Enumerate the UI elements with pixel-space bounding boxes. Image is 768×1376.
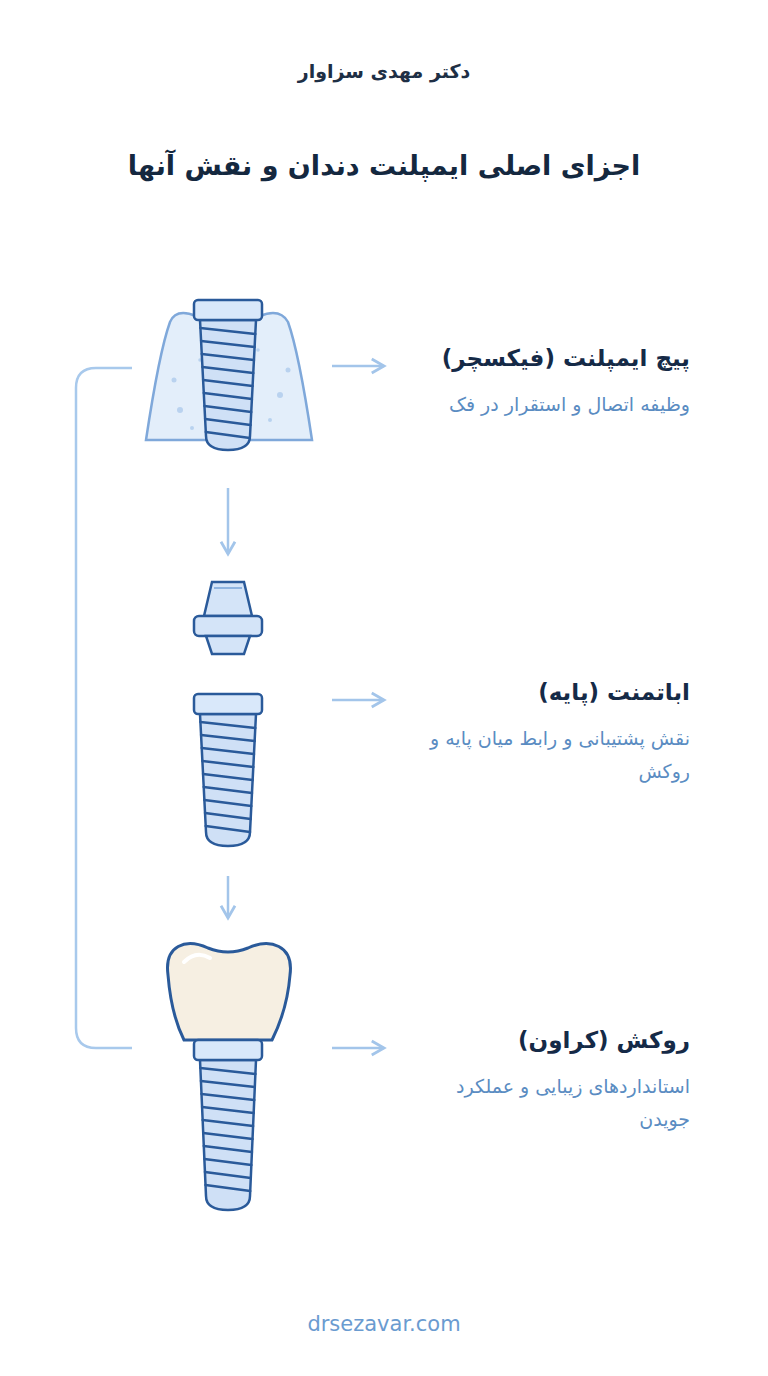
flow-arrow	[227, 488, 230, 554]
screw-thread	[204, 787, 252, 793]
crown	[168, 944, 291, 1040]
pointer-arrow	[332, 365, 384, 368]
screw-body	[200, 1060, 256, 1210]
implant-screw	[194, 300, 262, 450]
screw-collar	[194, 694, 262, 714]
screw-thread	[202, 1107, 254, 1113]
screw-thread	[202, 748, 254, 754]
screw-thread	[204, 1146, 252, 1152]
screw-thread	[201, 735, 255, 741]
bracket-line	[76, 368, 132, 1048]
implant-screw	[194, 694, 262, 846]
screw-thread	[202, 1094, 255, 1100]
abutment	[194, 582, 262, 654]
part-role: وظیفه اتصال و استقرار در فک	[400, 388, 690, 421]
screw-thread	[203, 380, 252, 386]
part-name: اباتمنت (پایه)	[390, 678, 690, 708]
flow-arrow	[227, 876, 230, 918]
part-description: روکش (کراون) استانداردهای زیبایی و عملکرد…	[390, 1026, 690, 1136]
screw-thread	[204, 800, 251, 806]
part-name: روکش (کراون)	[390, 1026, 690, 1056]
screw-body	[200, 320, 256, 450]
screw-thread	[203, 774, 253, 780]
screw-thread	[202, 761, 253, 767]
implant-screw	[194, 1040, 262, 1210]
pointer-arrow	[332, 699, 384, 702]
screw-thread	[202, 354, 254, 360]
screw-body	[200, 714, 256, 846]
screw-thread	[204, 393, 252, 399]
pointer-arrow	[332, 1047, 384, 1050]
screw-thread	[204, 406, 251, 412]
author-name: دکتر مهدی سزاوار	[0, 60, 768, 82]
screw-collar	[194, 300, 262, 320]
screw-thread	[201, 341, 255, 347]
screw-thread	[203, 1133, 252, 1139]
screw-thread	[206, 1185, 251, 1191]
website-url: drsezavar.com	[0, 1312, 768, 1336]
screw-thread	[200, 722, 255, 728]
part-name: پیچ ایمپلنت (فیکسچر)	[390, 344, 690, 374]
screw-thread	[200, 328, 255, 334]
part-role: نقش پشتیبانی و رابط میان پایه و روکش	[400, 722, 690, 789]
screw-thread	[206, 826, 250, 832]
part-description: اباتمنت (پایه) نقش پشتیبانی و رابط میان پ…	[390, 678, 690, 788]
crown-highlight	[184, 955, 210, 962]
part-description: پیچ ایمپلنت (فیکسچر) وظیفه اتصال و استقرا…	[390, 344, 690, 421]
screw-thread	[205, 419, 250, 425]
screw-thread	[202, 367, 253, 373]
screw-thread	[205, 1172, 251, 1178]
screw-thread	[205, 813, 251, 819]
screw-thread	[204, 1159, 251, 1165]
screw-collar	[194, 1040, 262, 1060]
screw-thread	[200, 1068, 255, 1074]
screw-thread	[201, 1081, 255, 1087]
diagram-title: اجزای اصلی ایمپلنت دندان و نقش آنها	[0, 150, 768, 181]
screw-thread	[203, 1120, 253, 1126]
screw-thread	[206, 432, 250, 438]
part-role: استانداردهای زیبایی و عملکرد جویدن	[400, 1070, 690, 1137]
